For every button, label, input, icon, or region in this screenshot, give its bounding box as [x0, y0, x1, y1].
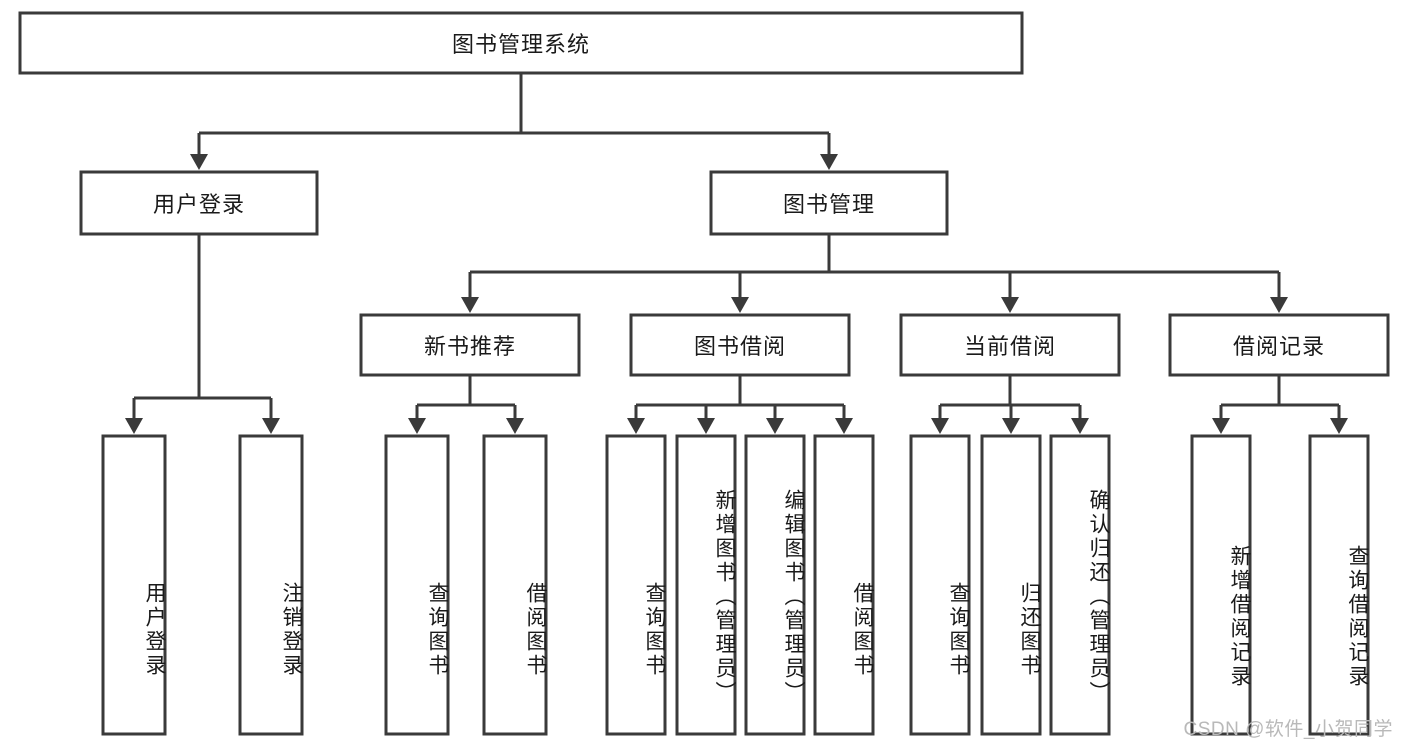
node-box-current-borrow[interactable]	[899, 313, 1121, 377]
arrow-head-icon	[766, 418, 784, 434]
node-box-leaf-edit-book[interactable]	[744, 434, 806, 736]
arrow-head-icon	[506, 418, 524, 434]
arrow-head-icon	[697, 418, 715, 434]
node-box-root[interactable]	[18, 11, 1024, 75]
arrow-head-icon	[408, 418, 426, 434]
node-box-leaf-query-borrow-record[interactable]	[1308, 434, 1370, 736]
arrow-head-icon	[1330, 418, 1348, 434]
arrow-head-icon	[731, 297, 749, 313]
node-box-leaf-borrow-book[interactable]	[813, 434, 875, 736]
connector-group-book-borrow	[627, 375, 853, 434]
connector-group-borrow-record	[1212, 375, 1348, 434]
node-box-leaf-user-login[interactable]	[101, 434, 167, 736]
node-box-leaf-return-book[interactable]	[980, 434, 1042, 736]
arrow-head-icon	[262, 418, 280, 434]
node-box-leaf-query-book-recommend[interactable]	[384, 434, 450, 736]
node-box-leaf-query-book-borrow[interactable]	[605, 434, 667, 736]
arrow-head-icon	[1002, 418, 1020, 434]
arrow-head-icon	[627, 418, 645, 434]
connector-group-user-login	[125, 234, 280, 434]
arrow-head-icon	[190, 154, 208, 170]
connector-group-root	[190, 73, 838, 170]
arrow-head-icon	[125, 418, 143, 434]
connector-group-new-book-recommend	[408, 375, 524, 434]
arrow-head-icon	[1270, 297, 1288, 313]
node-box-leaf-borrow-book-recommend[interactable]	[482, 434, 548, 736]
arrow-head-icon	[1212, 418, 1230, 434]
connector-group-book-manage	[461, 234, 1288, 313]
node-box-book-borrow[interactable]	[629, 313, 851, 377]
arrow-head-icon	[820, 154, 838, 170]
node-box-leaf-user-logout[interactable]	[238, 434, 304, 736]
node-box-leaf-add-borrow-record[interactable]	[1190, 434, 1252, 736]
arrow-head-icon	[931, 418, 949, 434]
arrow-head-icon	[1001, 297, 1019, 313]
node-box-user-login[interactable]	[79, 170, 319, 236]
node-box-leaf-confirm-return[interactable]	[1049, 434, 1111, 736]
connector-group-current-borrow	[931, 375, 1089, 434]
node-box-new-book-recommend[interactable]	[359, 313, 581, 377]
node-box-borrow-record[interactable]	[1168, 313, 1390, 377]
node-box-leaf-query-book-current[interactable]	[909, 434, 971, 736]
node-box-book-manage[interactable]	[709, 170, 949, 236]
arrow-head-icon	[1071, 418, 1089, 434]
node-box-leaf-add-book[interactable]	[675, 434, 737, 736]
arrow-head-icon	[835, 418, 853, 434]
arrow-head-icon	[461, 297, 479, 313]
